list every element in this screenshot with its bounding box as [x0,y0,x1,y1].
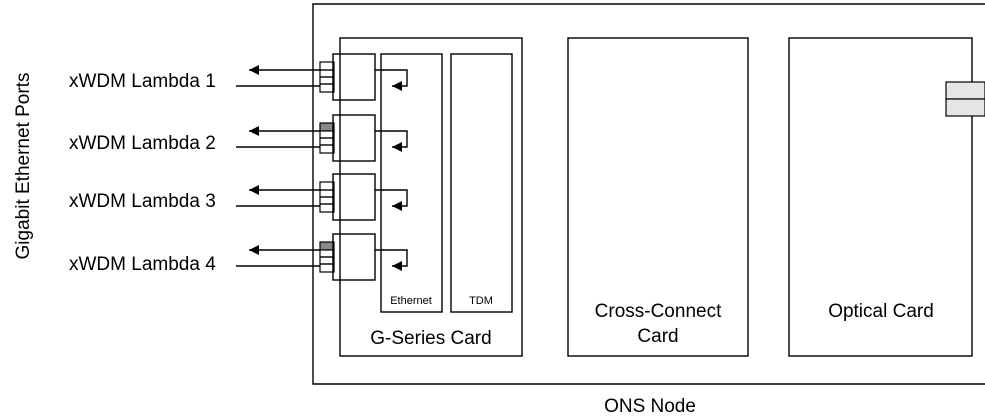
loopback-arrow-1 [375,69,408,91]
loopback-arrow-2 [375,130,408,152]
lambda-1-label: xWDM Lambda 1 [69,71,216,92]
cross-connect-label-line2: Card [637,326,678,347]
optical-card: Optical Card [788,37,985,357]
lambda-2-label: xWDM Lambda 2 [69,133,216,154]
loopback-arrow-3 [375,189,408,211]
lambda-4-label: xWDM Lambda 4 [69,254,216,275]
tdm-label: TDM [469,295,493,307]
cross-connect-label-line1: Cross-Connect [595,301,722,322]
gbic-port-3 [319,173,376,221]
cross-connect-card: Cross-Connect Card [567,37,749,357]
ons-node-frame [312,3,985,385]
tdm-section [450,53,513,313]
optical-connector [945,81,985,117]
gbic-port-2 [319,114,376,162]
gbic-port-4 [319,233,376,281]
gbic-port-1 [319,53,376,101]
gigabit-ethernet-ports-label: Gigabit Ethernet Ports [13,73,34,260]
lambda-3-label: xWDM Lambda 3 [69,191,216,212]
g-series-card: Ethernet TDM G-Series Card [339,37,523,357]
ethernet-label: Ethernet [390,295,432,307]
optical-card-label: Optical Card [828,301,934,322]
ons-node-label: ONS Node [604,396,696,417]
loopback-arrow-4 [375,249,408,271]
ethernet-section [380,53,443,313]
g-series-card-label: G-Series Card [370,328,491,349]
